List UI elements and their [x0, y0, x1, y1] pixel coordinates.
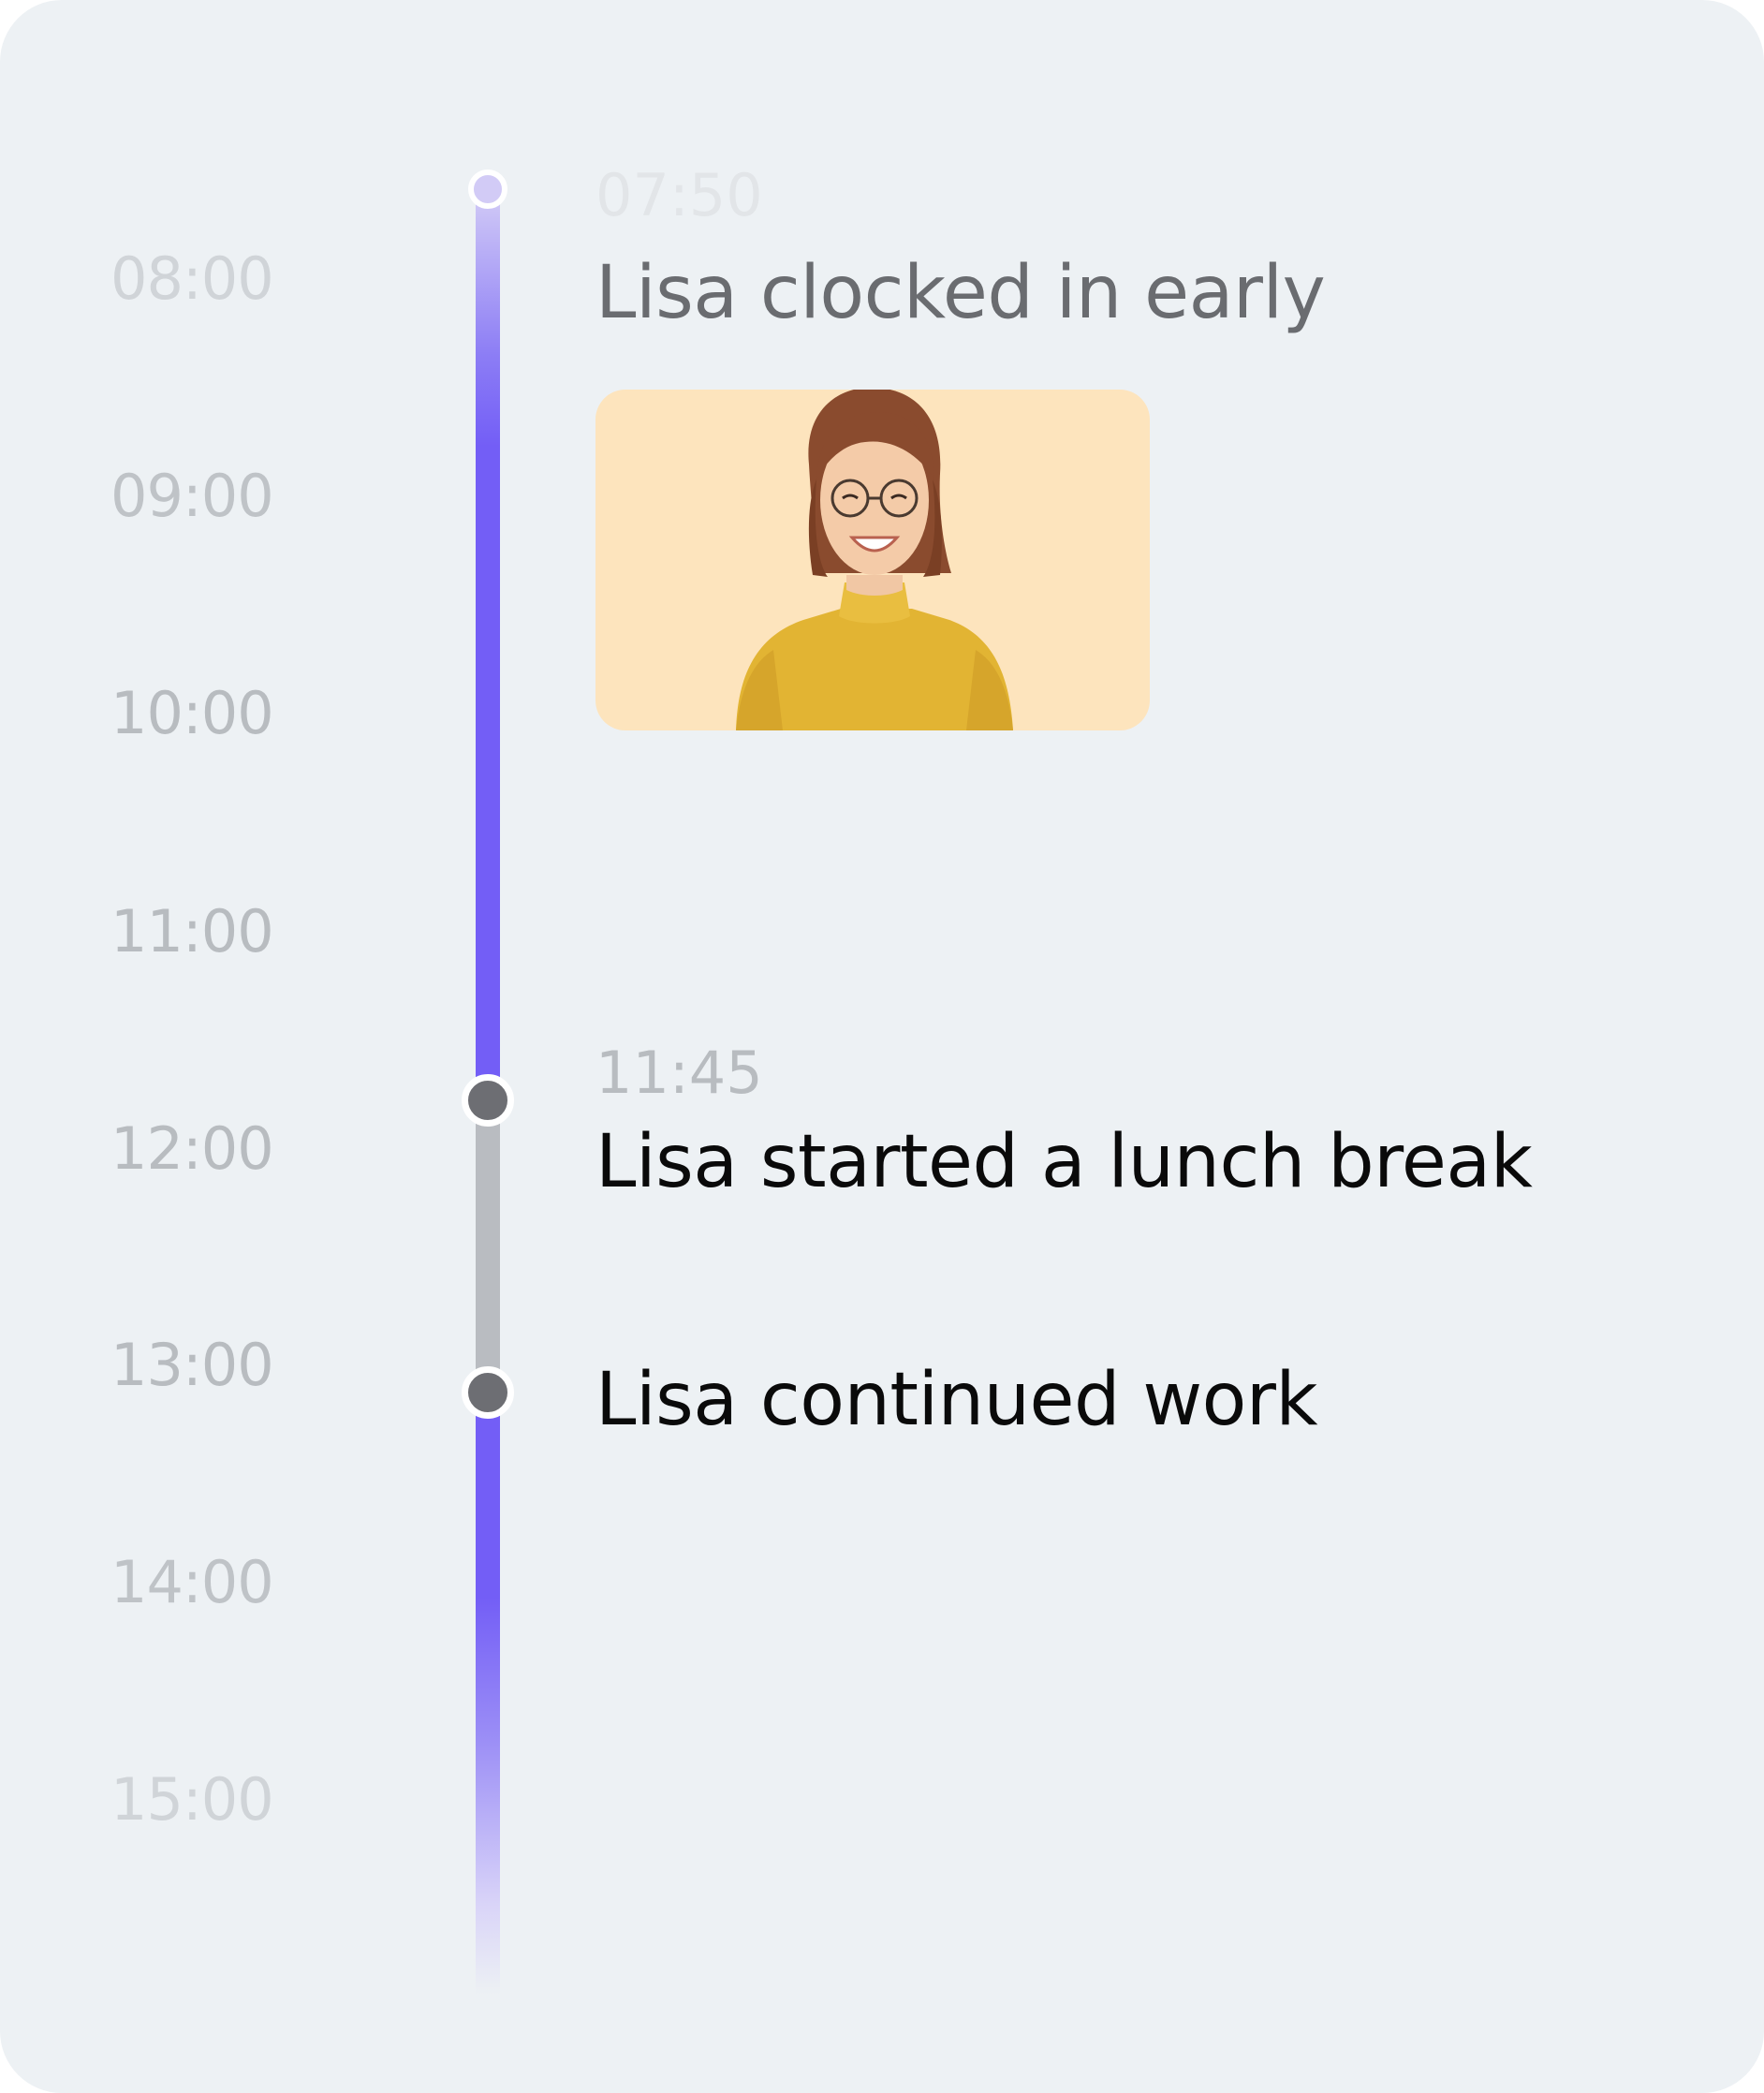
hour-label-0900: 09:00 [110, 462, 274, 530]
break-start-marker[interactable] [462, 1074, 514, 1127]
event-title-continued-work[interactable]: Lisa continued work [595, 1358, 1318, 1442]
clock-in-marker[interactable] [468, 170, 507, 209]
hour-label-1000: 10:00 [110, 679, 274, 747]
break-end-marker[interactable] [462, 1366, 514, 1419]
hour-label-1500: 15:00 [110, 1765, 274, 1834]
event-time-lunch-break: 11:45 [595, 1039, 763, 1107]
timeline-track-worked [476, 192, 500, 1100]
event-title-lunch-break[interactable]: Lisa started a lunch break [595, 1120, 1533, 1204]
timeline-track-resumed [476, 1393, 500, 1995]
hour-label-1200: 12:00 [110, 1114, 274, 1183]
hour-label-1100: 11:00 [110, 897, 274, 965]
event-title-clock-in[interactable]: Lisa clocked in early [595, 251, 1326, 335]
hour-label-0800: 08:00 [110, 244, 274, 313]
event-time-clock-in: 07:50 [595, 161, 763, 229]
hour-label-1400: 14:00 [110, 1548, 274, 1616]
hour-label-1300: 13:00 [110, 1331, 274, 1399]
timeline-track-break [476, 1100, 500, 1393]
lisa-portrait-photo[interactable] [595, 390, 1150, 730]
